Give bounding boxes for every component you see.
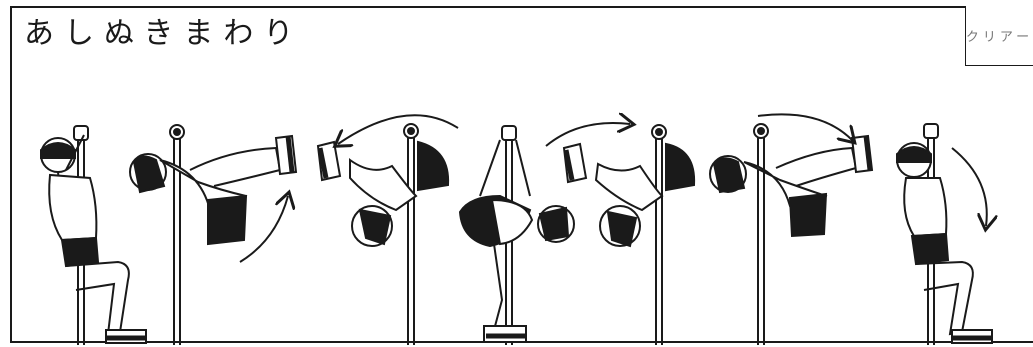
figure-4-rotating-through (458, 123, 630, 345)
clear-button[interactable]: クリアー (965, 6, 1033, 66)
page-title: あしぬきまわり (24, 16, 304, 51)
figure-2-legs-up (129, 124, 298, 345)
figure-6-legs-out (709, 113, 874, 345)
figure-7-hanging-end (896, 123, 992, 345)
figure-1-hanging-start (40, 125, 147, 345)
figure-5-inverted-return (562, 124, 696, 345)
figure-3-inverted (316, 114, 459, 345)
